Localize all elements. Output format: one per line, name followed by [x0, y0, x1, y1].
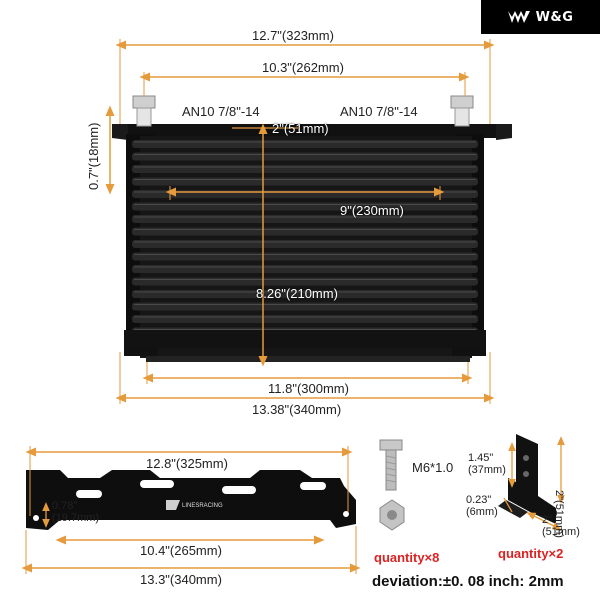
cooler-fin [132, 177, 478, 186]
dim-angle-width [526, 512, 562, 530]
cooler-fin [132, 202, 478, 211]
angle-bracket-image [498, 434, 556, 524]
label-tab-height: 0.78" [52, 500, 78, 512]
bracket-plate [26, 470, 356, 530]
label-bracket-slot-span: 10.4"(265mm) [140, 543, 222, 558]
label-angle-thick-mm: (6mm) [466, 506, 498, 518]
cooler-fin [132, 240, 478, 248]
cooler-fin [132, 152, 478, 161]
top-mount-bar [112, 124, 512, 138]
nut-icon [379, 499, 405, 531]
bracket-brand-mark: LINESRACING [182, 503, 223, 509]
label-bracket-length: 13.3"(340mm) [140, 572, 222, 587]
label-bolt-size: M6*1.0 [412, 460, 454, 475]
label-total-width: 13.38"(340mm) [252, 402, 342, 417]
label-left-fitting: AN10 7/8"-14 [182, 104, 260, 119]
label-angle-width-mm: (51mm) [542, 526, 580, 538]
brand-logo-icon [166, 500, 180, 510]
cooler-fin [132, 227, 478, 236]
bolt-icon [379, 439, 403, 491]
mounting-bracket-image [26, 470, 356, 530]
label-angle-quantity: quantity×2 [498, 546, 564, 561]
label-row-spacing: 2"(51mm) [272, 121, 329, 136]
label-core-height: 8.26"(210mm) [256, 286, 338, 301]
cooler-fin [132, 265, 478, 273]
label-angle-inner-mm: (37mm) [468, 464, 506, 476]
cooler-fins [132, 140, 478, 348]
label-core-width: 9"(230mm) [340, 203, 404, 218]
brand-name: W&G [535, 9, 574, 25]
label-port-spacing: 10.3"(262mm) [262, 60, 344, 75]
cooler-fin [132, 165, 478, 173]
cooler-fin [132, 190, 478, 198]
label-bracket-hole-span: 12.8"(325mm) [146, 456, 228, 471]
cooler-fin [132, 277, 478, 286]
cooler-fin [132, 140, 478, 148]
label-width-overall: 12.7"(323mm) [252, 28, 334, 43]
label-bolt-quantity: quantity×8 [374, 550, 440, 565]
label-angle-width: 2" [542, 514, 553, 526]
left-fitting-icon [132, 95, 156, 127]
cooler-fin [132, 315, 478, 323]
cooler-fin [132, 252, 478, 261]
label-base-width: 11.8"(300mm) [268, 381, 349, 396]
cooler-fin [132, 215, 478, 223]
dim-angle-thick [503, 497, 513, 513]
cooler-fin [132, 302, 478, 311]
label-angle-inner: 1.45" [468, 452, 494, 464]
brand-logo: W&G [481, 0, 600, 34]
deviation-note: deviation:±0. 08 inch: 2mm [372, 573, 564, 590]
label-right-fitting: AN10 7/8"-14 [340, 104, 418, 119]
label-tab-height-mm: (19.7mm) [52, 512, 100, 524]
w-mark-icon [507, 11, 530, 23]
label-mount-height: 0.7"(18mm) [86, 122, 101, 190]
right-fitting-icon [450, 95, 474, 127]
label-angle-thick: 0.23" [466, 494, 492, 506]
